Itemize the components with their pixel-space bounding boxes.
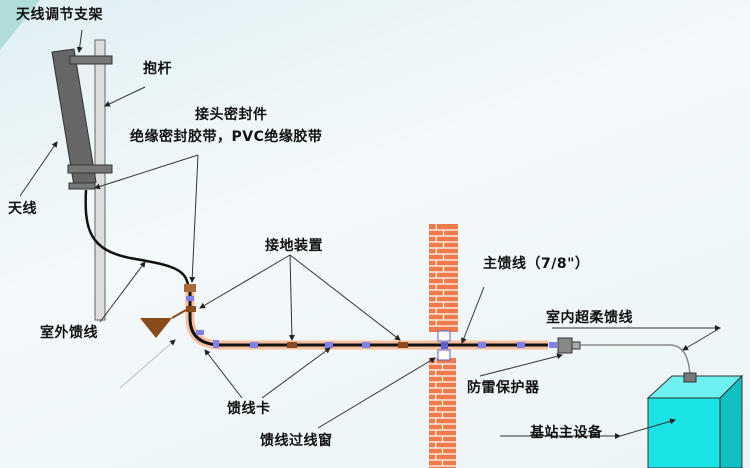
protector-connector [571, 341, 581, 350]
window-clamp [441, 342, 448, 349]
outdoor-feeder-cable [84, 189, 190, 286]
feeder-window [437, 349, 451, 361]
label-antenna-bracket: 天线调节支架 [16, 7, 103, 23]
bracket-top [69, 55, 113, 65]
brick-wall [429, 224, 458, 468]
label-indoor-jumper: 室内超柔馈线 [546, 310, 633, 326]
ground-kit [287, 342, 297, 348]
bracket-bottom [67, 164, 113, 174]
feeder-window [437, 330, 451, 342]
label-pole: 抱杆 [143, 61, 172, 77]
ground-kit [186, 306, 196, 312]
label-antenna: 天线 [8, 201, 37, 217]
feeder-clamps [186, 296, 557, 348]
label-seal-tape: 绝缘密封胶带，PVC绝缘胶带 [130, 129, 323, 145]
label-main-feeder: 主馈线（7/8"） [483, 256, 590, 272]
lightning-protector [557, 337, 573, 354]
ground-symbol [140, 318, 172, 338]
indoor-jumper-cable [580, 344, 691, 376]
main-feeder-cable [188, 288, 548, 347]
joint-seal [184, 284, 196, 292]
label-lightning-protector: 防雷保护器 [467, 380, 540, 396]
ground-wire [171, 309, 187, 319]
label-bts: 基站主设备 [530, 425, 603, 441]
ground-kit [398, 342, 408, 348]
label-grounding: 接地装置 [265, 238, 323, 254]
corner-decoration [0, 0, 40, 50]
bts-cabinet [646, 372, 744, 468]
antenna [51, 48, 97, 187]
pole [94, 39, 106, 321]
antenna-connector [68, 182, 96, 190]
label-feeder-window: 馈线过线窗 [260, 433, 333, 449]
label-feeder-clamp: 馈线卡 [227, 401, 271, 417]
label-joint-seal: 接头密封件 [195, 107, 268, 123]
leader-lines [19, 29, 721, 439]
label-outdoor-feeder: 室外馈线 [40, 325, 98, 341]
